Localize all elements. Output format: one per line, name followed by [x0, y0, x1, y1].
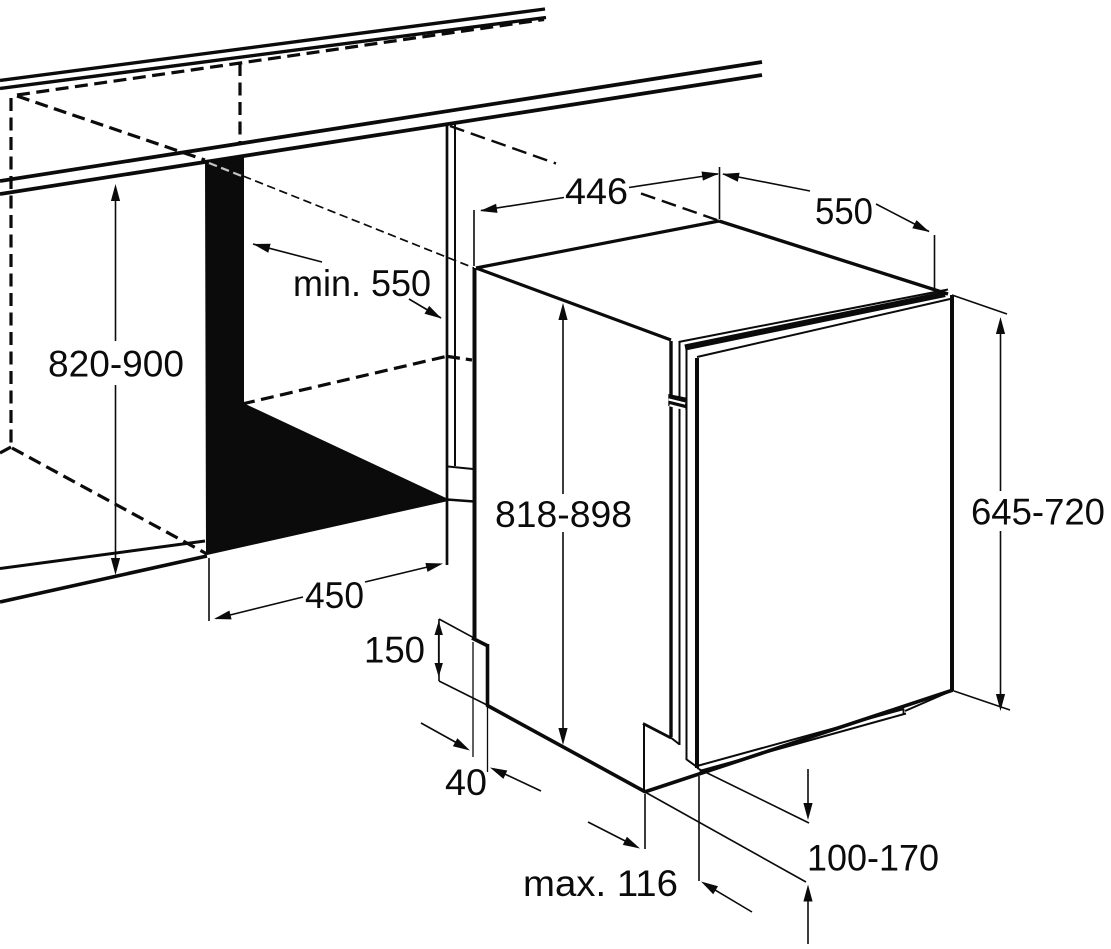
- svg-text:450: 450: [305, 575, 364, 616]
- svg-text:40: 40: [445, 762, 487, 803]
- svg-text:645-720: 645-720: [971, 492, 1105, 533]
- svg-text:max. 116: max. 116: [523, 863, 678, 904]
- svg-text:100-170: 100-170: [807, 838, 939, 879]
- svg-text:446: 446: [565, 171, 628, 212]
- svg-text:818-898: 818-898: [495, 494, 632, 535]
- svg-text:820-900: 820-900: [48, 344, 184, 385]
- svg-text:150: 150: [364, 630, 425, 671]
- svg-text:min. 550: min. 550: [293, 263, 431, 304]
- svg-text:550: 550: [815, 191, 873, 232]
